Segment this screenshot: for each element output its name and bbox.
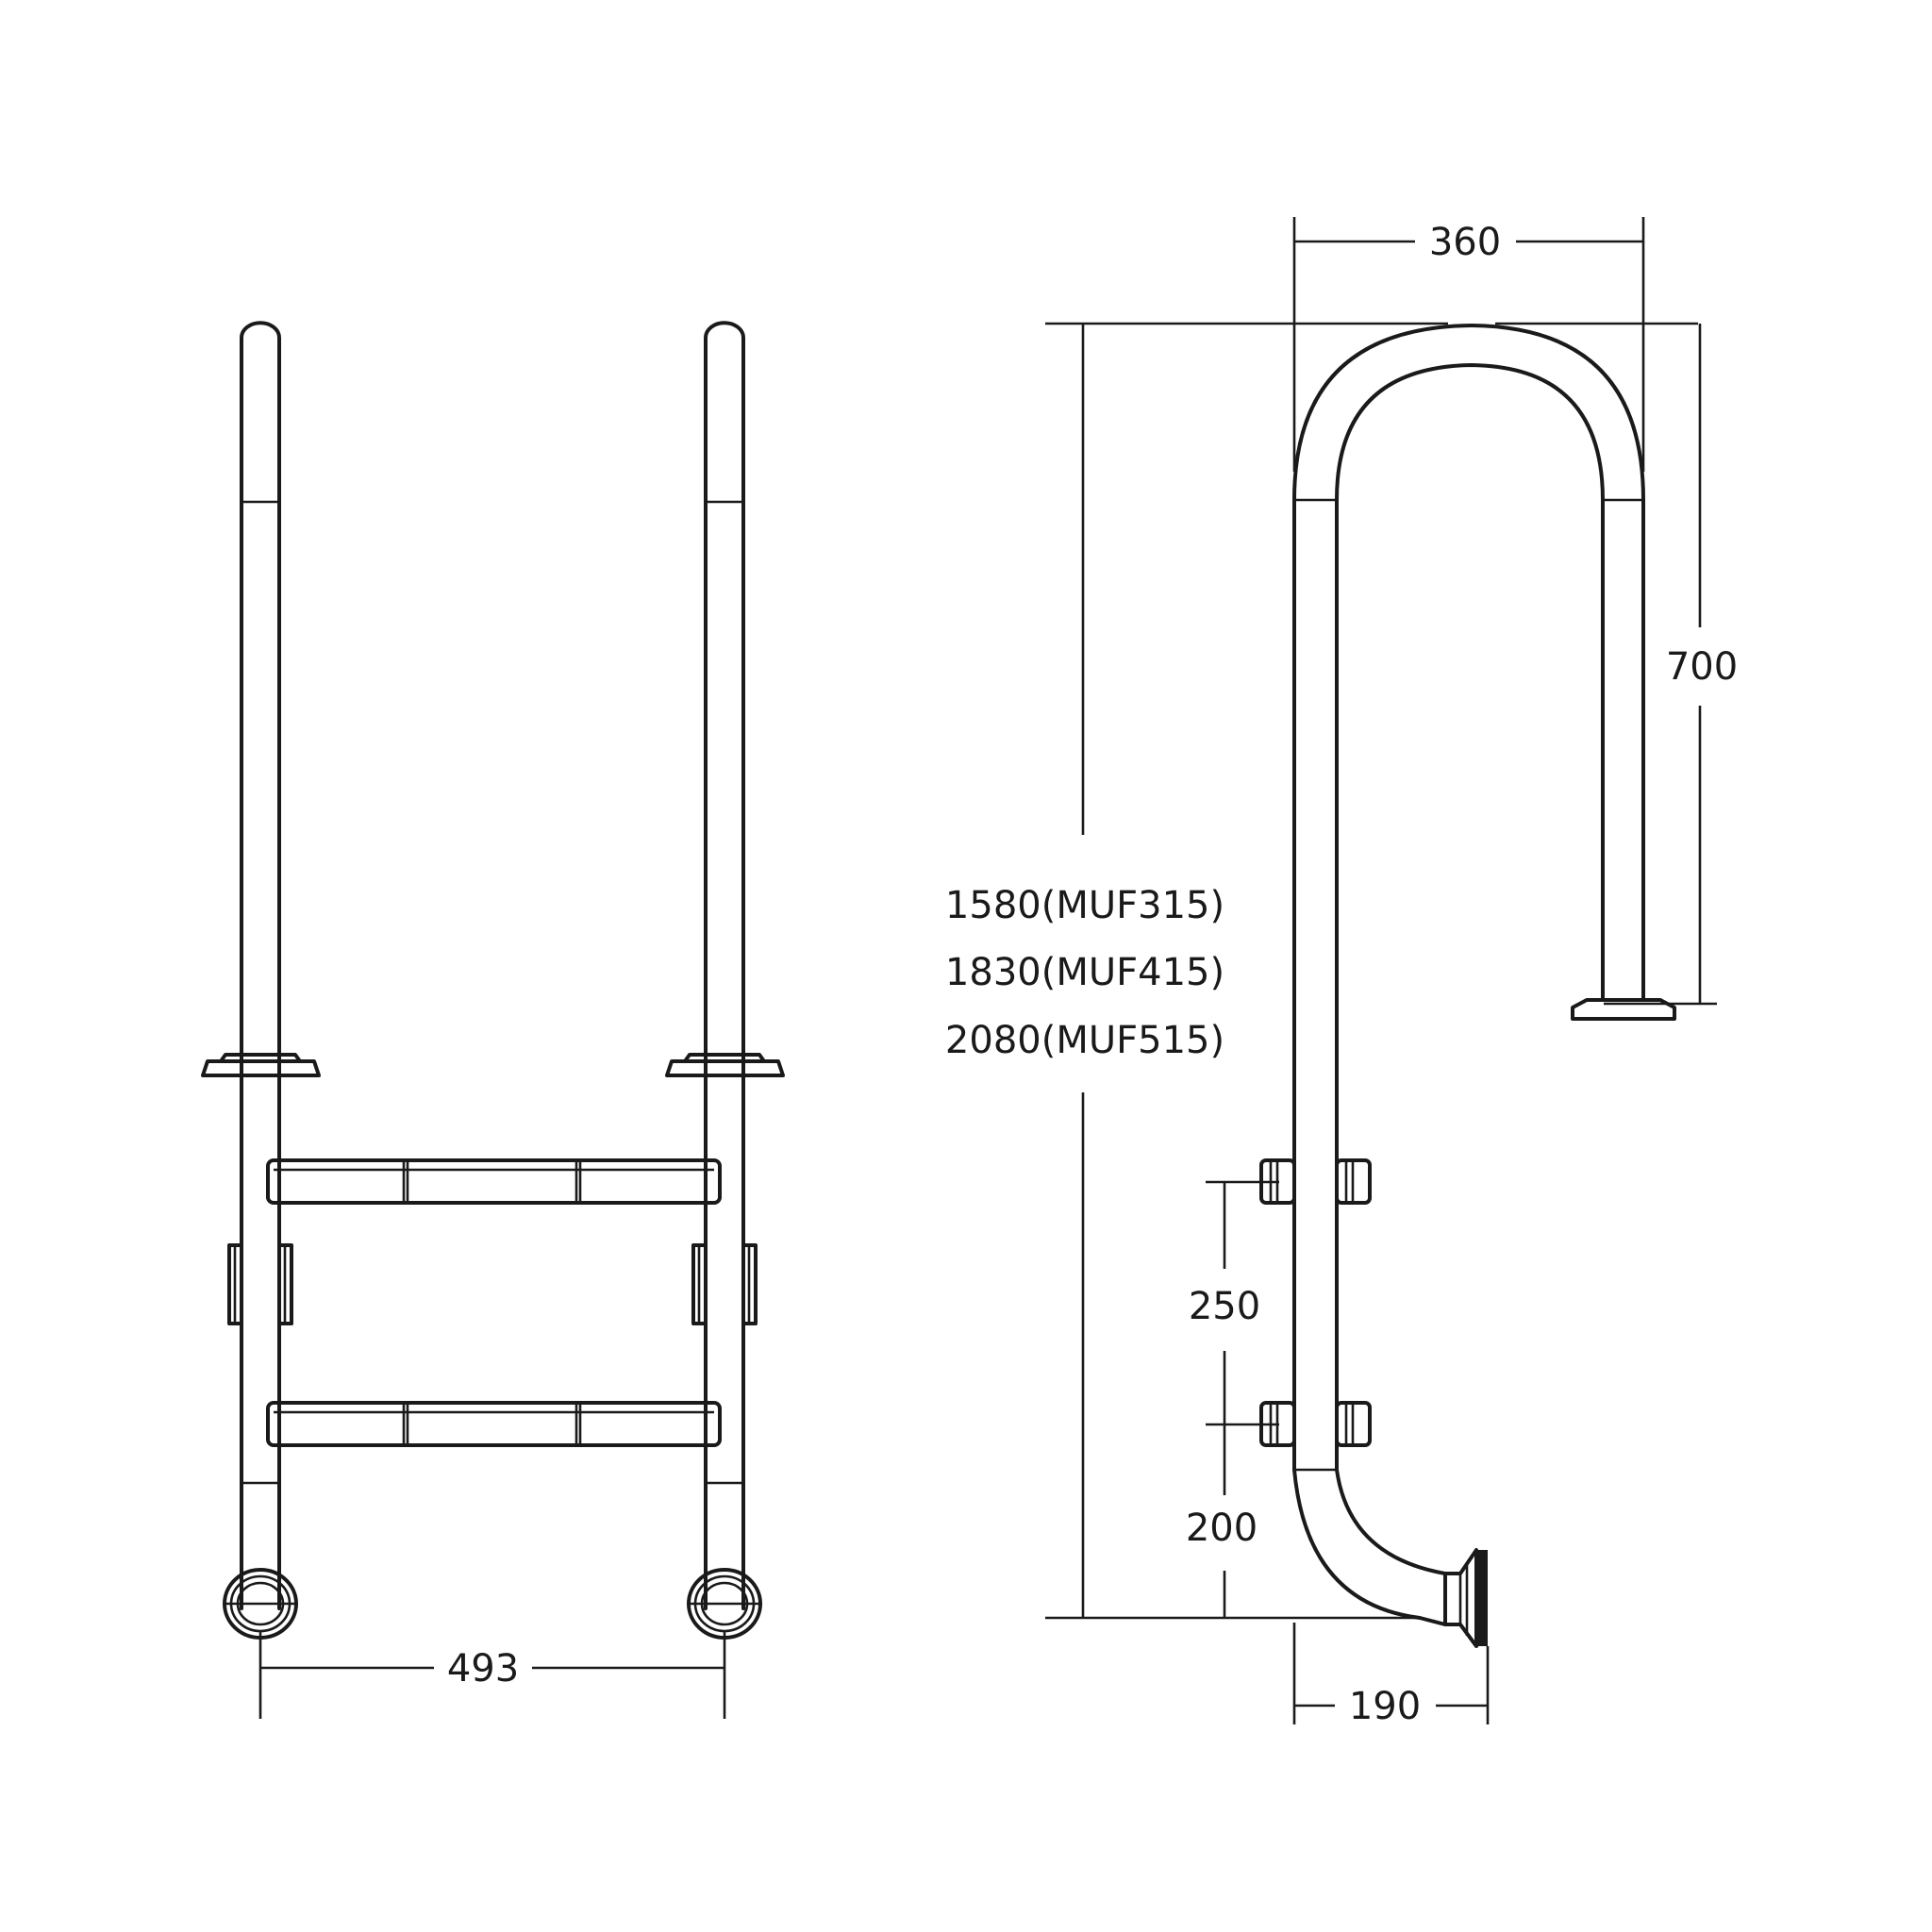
label-top-width: 360 (1429, 221, 1501, 264)
left-bracket (227, 1243, 293, 1325)
side-view: 360 700 1580(MUF315) 1830(MUF415) 2080(M… (945, 217, 1738, 1728)
lower-step (266, 1401, 722, 1447)
label-step-spacing: 250 (1189, 1285, 1260, 1328)
left-foot (223, 1568, 298, 1640)
label-handrail-height: 700 (1666, 645, 1738, 689)
left-escutcheon (201, 1053, 321, 1077)
left-rail (240, 321, 281, 1610)
side-lower-tube (1292, 1468, 1447, 1626)
label-bottom-offset: 200 (1186, 1507, 1257, 1550)
right-rail (704, 321, 745, 1610)
dimension-base-depth: 190 (1292, 1623, 1490, 1728)
front-view: 493 (201, 321, 785, 1719)
dimension-handrail-height: 700 (1495, 322, 1738, 1006)
right-escutcheon (665, 1053, 785, 1077)
label-width: 493 (447, 1647, 519, 1690)
side-wall-flange (1443, 1548, 1488, 1648)
dimension-width: 493 (258, 1632, 726, 1719)
upper-step (266, 1158, 722, 1205)
side-escutcheon (1571, 998, 1676, 1021)
label-base-depth: 190 (1349, 1685, 1421, 1728)
dimension-step-spacing: 250 (1189, 1180, 1279, 1426)
label-height-option-1: 1580(MUF315) (945, 884, 1224, 927)
side-handrail (1292, 324, 1645, 1472)
right-bracket (691, 1243, 758, 1325)
side-lower-clamp (1259, 1401, 1372, 1447)
dimension-bottom-offset: 200 (1186, 1424, 1257, 1618)
label-height-option-2: 1830(MUF415) (945, 951, 1224, 994)
dimension-top-width: 360 (1292, 217, 1645, 472)
dimension-overall-height: 1580(MUF315) 1830(MUF415) 2080(MUF515) (945, 322, 1448, 1620)
right-foot (687, 1568, 762, 1640)
label-height-option-3: 2080(MUF515) (945, 1019, 1224, 1062)
